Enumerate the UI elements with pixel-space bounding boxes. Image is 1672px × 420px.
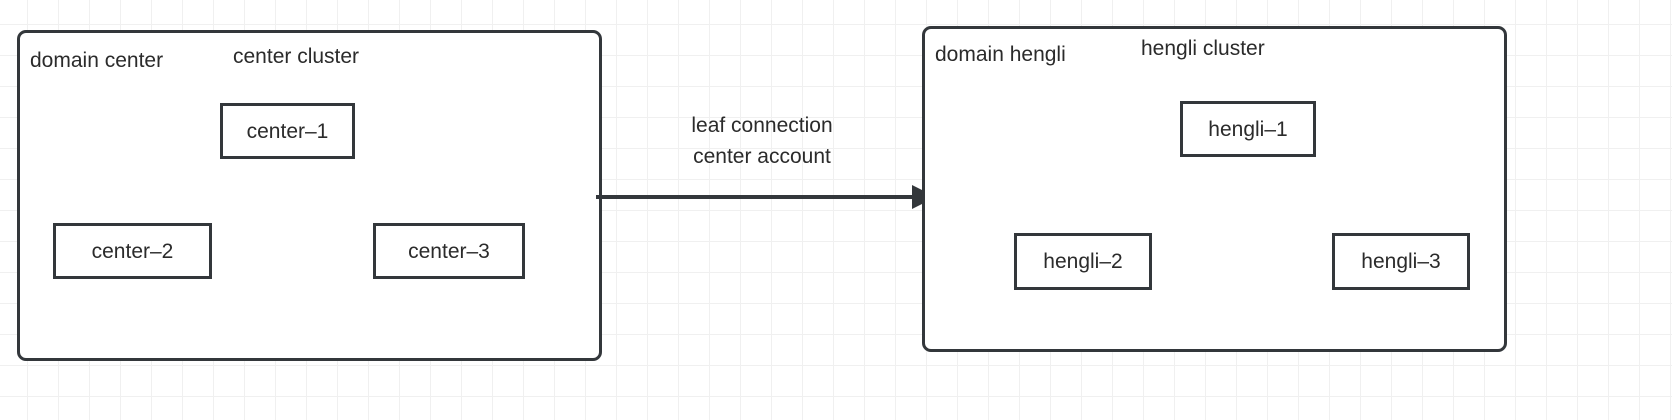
leaf-connection-arrow[interactable] bbox=[596, 178, 936, 218]
domain-label-hengli: domain hengli bbox=[935, 43, 1066, 66]
node-center-2[interactable]: center–2 bbox=[53, 223, 212, 279]
node-center-3[interactable]: center–3 bbox=[373, 223, 525, 279]
node-center-1[interactable]: center–1 bbox=[220, 103, 355, 159]
node-label: center–1 bbox=[246, 119, 329, 143]
domain-container-hengli[interactable] bbox=[922, 26, 1507, 352]
cluster-label-hengli: hengli cluster bbox=[1141, 37, 1265, 60]
node-label: center–2 bbox=[91, 239, 174, 263]
connection-label-line-1: leaf connection bbox=[691, 114, 833, 137]
node-label: hengli–1 bbox=[1208, 117, 1288, 141]
node-label: hengli–3 bbox=[1361, 250, 1441, 273]
node-hengli-3[interactable]: hengli–3 bbox=[1332, 233, 1470, 290]
cluster-label-center: center cluster bbox=[233, 45, 360, 68]
node-label: hengli–2 bbox=[1043, 250, 1123, 273]
domain-label-center: domain center bbox=[30, 49, 164, 72]
node-hengli-2[interactable]: hengli–2 bbox=[1014, 233, 1152, 290]
connection-label-line-2: center account bbox=[693, 145, 831, 168]
domain-container-center[interactable] bbox=[17, 30, 602, 361]
node-hengli-1[interactable]: hengli–1 bbox=[1180, 101, 1316, 157]
node-label: center–3 bbox=[408, 239, 490, 263]
